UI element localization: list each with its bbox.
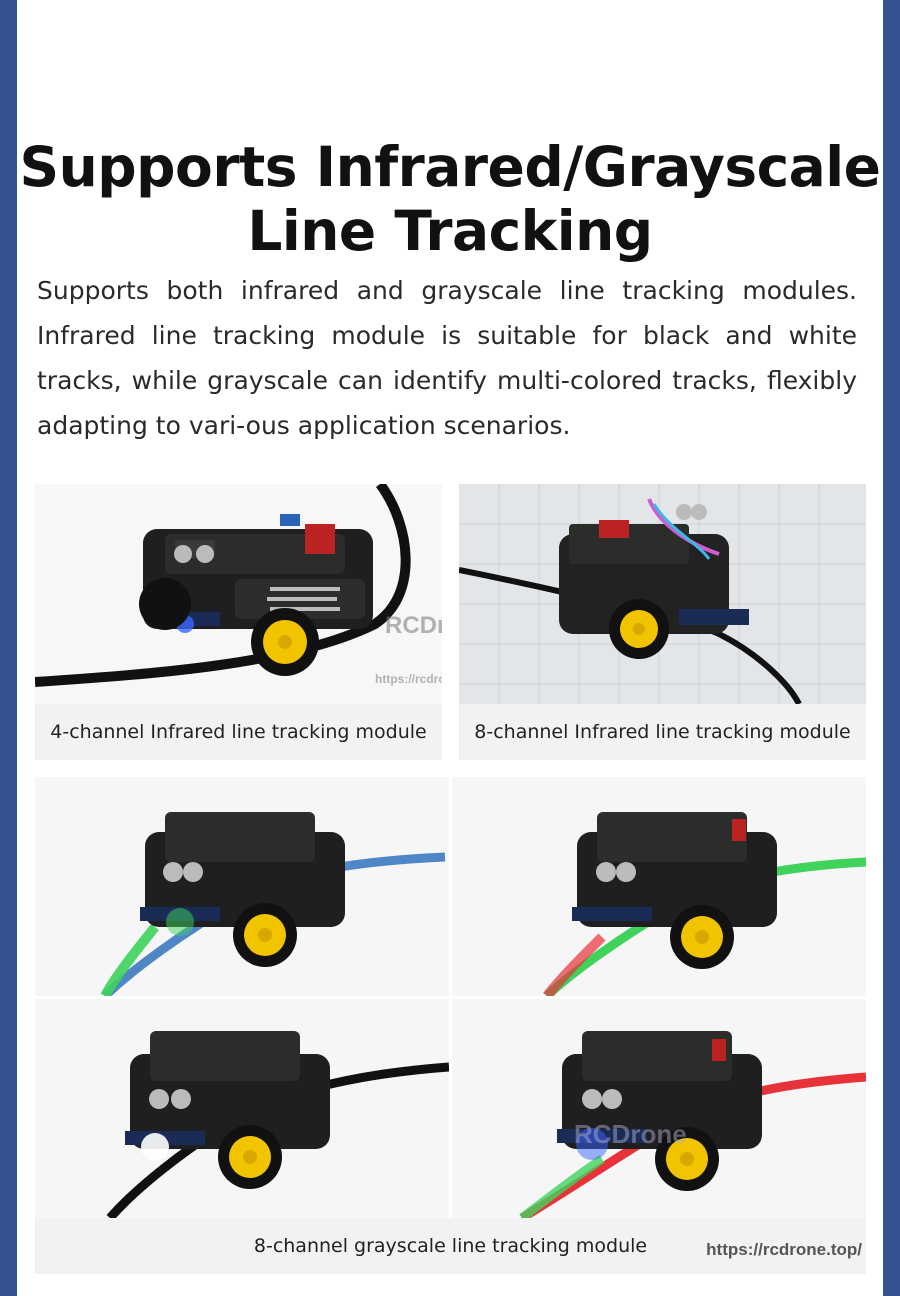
title-line-1: Supports Infrared/Grayscale xyxy=(19,134,881,199)
caption-8ch-infrared: 8-channel Infrared line tracking module xyxy=(459,704,866,760)
robot-car-photo: RCDrone https://rcdrone.top/ xyxy=(35,484,442,704)
watermark-brand-second: RCDrone xyxy=(574,1119,687,1149)
photo-blue-track xyxy=(35,777,449,996)
description-text: Supports both infrared and grayscale lin… xyxy=(37,276,857,440)
bottom-caption-bar: 8-channel grayscale line tracking module… xyxy=(35,1218,866,1274)
watermark-brand: RCDrone xyxy=(385,612,442,639)
footer-url: https://rcdrone.top/ xyxy=(706,1240,862,1259)
page-title: Supports Infrared/Grayscale Line Trackin… xyxy=(0,135,900,263)
photo-black-track xyxy=(35,999,449,1218)
right-frame-border xyxy=(883,0,900,1296)
caption-8ch-grayscale: 8-channel grayscale line tracking module xyxy=(253,1235,648,1257)
caption-4ch-infrared: 4-channel Infrared line tracking module xyxy=(35,704,442,760)
panel-4ch-infrared: RCDrone https://rcdrone.top/ 4-channel I… xyxy=(35,484,442,760)
robot-car-photo xyxy=(459,484,866,704)
photo-green-track xyxy=(452,777,866,996)
left-frame-border xyxy=(0,0,17,1296)
title-line-2: Line Tracking xyxy=(247,198,653,263)
watermark-url: https://rcdrone.top/ xyxy=(375,672,442,686)
photo-red-track: RCDrone xyxy=(452,999,866,1218)
panel-8ch-infrared: 8-channel Infrared line tracking module xyxy=(459,484,866,760)
